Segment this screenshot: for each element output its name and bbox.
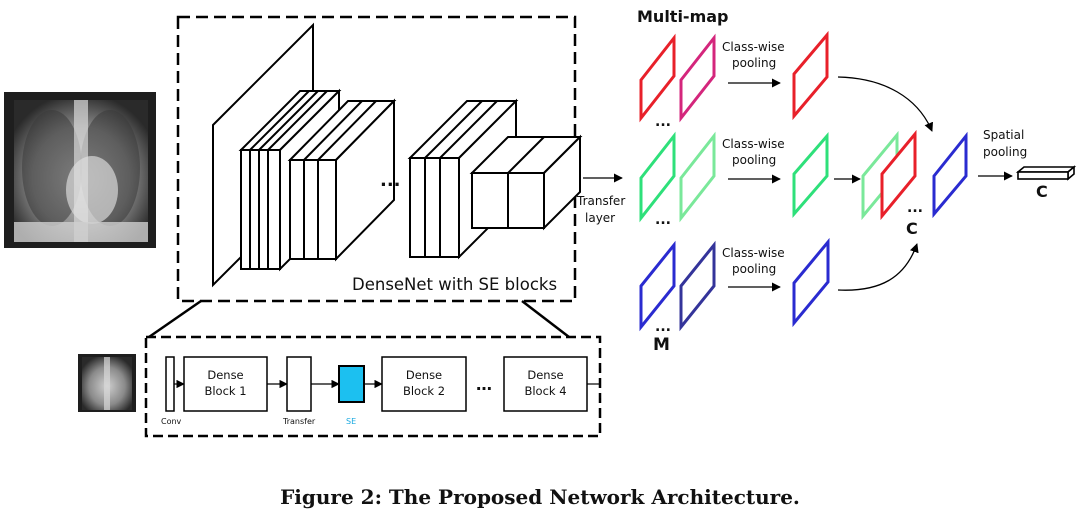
- row2-pooled-map: [792, 131, 829, 219]
- dense-block-1-line2: Block 1: [204, 384, 246, 398]
- dense-block-1-line1: Dense: [207, 368, 243, 382]
- row1-classwise-line2: pooling: [732, 56, 776, 70]
- row3-classwise-line2: pooling: [732, 262, 776, 276]
- dense-block-2: [381, 356, 467, 412]
- figure-caption: Figure 2: The Proposed Network Architect…: [280, 485, 800, 509]
- spatial-pooling-line2: pooling: [983, 145, 1027, 159]
- row2-classwise-line2: pooling: [732, 153, 776, 167]
- main-ellipsis: ...: [380, 170, 401, 191]
- row1-classwise-line1: Class-wise: [722, 40, 785, 54]
- output-vector: [1015, 165, 1077, 181]
- transfer-label-line2: layer: [585, 211, 615, 225]
- dense-block-4-line2: Block 4: [524, 384, 566, 398]
- conv-label: Conv: [161, 417, 182, 426]
- multi-map-title: Multi-map: [637, 7, 729, 26]
- final-class-map: [932, 131, 968, 219]
- densenet-box: [176, 15, 577, 303]
- row3-classwise-line1: Class-wise: [722, 246, 785, 260]
- label-m: M: [653, 335, 670, 355]
- detail-box: [144, 335, 602, 438]
- map-row-blue: [639, 240, 716, 332]
- dense-block-2-line1: Dense: [406, 368, 442, 382]
- dense-block-4-line1: Dense: [527, 368, 563, 382]
- concat-dots: ...: [907, 200, 923, 216]
- se-block: [338, 365, 365, 403]
- zoom-line-right: [521, 300, 570, 338]
- xray-image-small: [78, 354, 136, 412]
- xray-image-large: [4, 92, 156, 248]
- dense-block-2-line2: Block 2: [403, 384, 445, 398]
- dense-block-stack-2: [287, 98, 397, 262]
- label-c-concat: C: [906, 219, 918, 238]
- row3-pooled-map: [792, 237, 830, 328]
- row3-dots: ...: [655, 319, 671, 335]
- transfer-label-line1: Transfer: [576, 194, 625, 208]
- map-row-green: [639, 131, 716, 223]
- concatenated-maps: [861, 129, 917, 221]
- zoom-line-left: [148, 299, 202, 339]
- se-label: SE: [346, 417, 356, 426]
- densenet-box-label: DenseNet with SE blocks: [352, 275, 557, 294]
- row1-curve-arrow: [837, 76, 933, 132]
- conv-layer: [165, 356, 175, 412]
- dense-block-1: [183, 356, 268, 412]
- row1-dots: ...: [655, 114, 671, 130]
- map-row-red: [639, 33, 716, 123]
- detail-ellipsis: …: [476, 375, 492, 394]
- spatial-pooling-line1: Spatial: [983, 128, 1024, 142]
- label-c-output: C: [1036, 182, 1048, 201]
- row2-classwise-line1: Class-wise: [722, 137, 785, 151]
- transfer-layer-block: [286, 356, 312, 412]
- row3-curve-arrow: [837, 243, 919, 291]
- final-feature-cubes: [469, 134, 583, 231]
- transfer-block-label: Transfer: [282, 417, 316, 426]
- row1-pooled-map: [792, 30, 829, 121]
- row2-dots: ...: [655, 212, 671, 228]
